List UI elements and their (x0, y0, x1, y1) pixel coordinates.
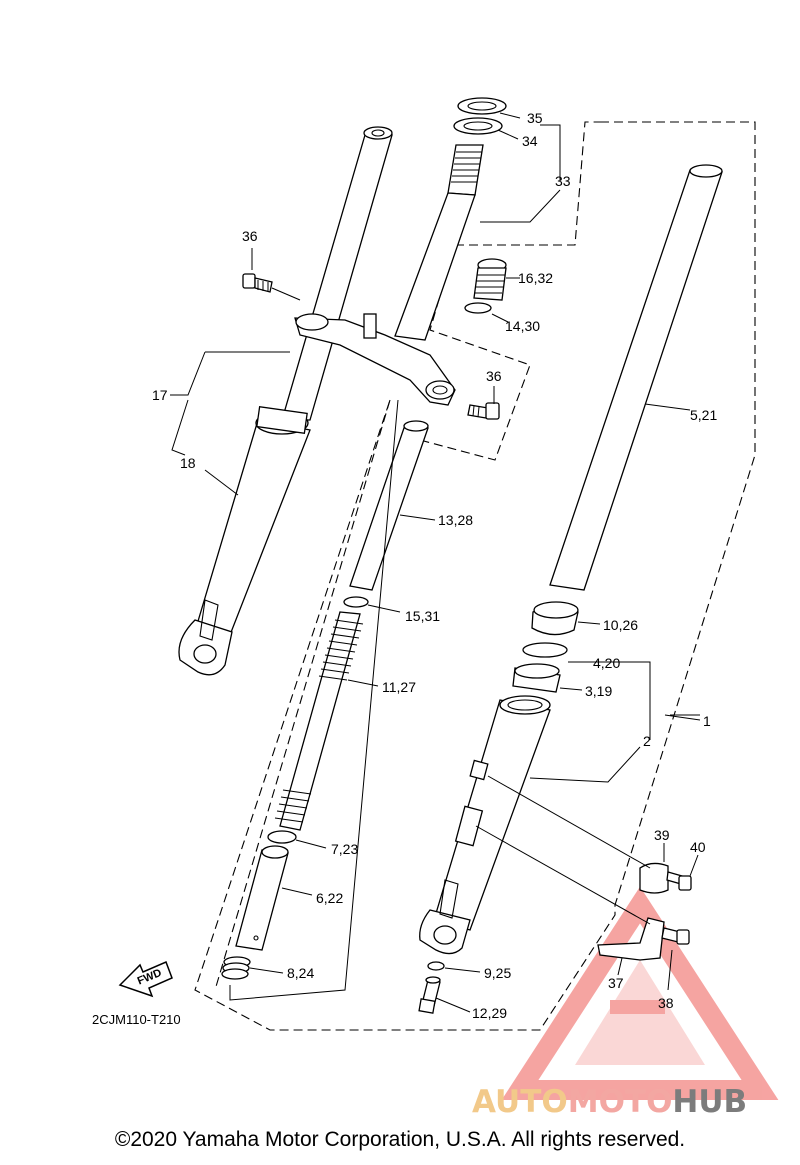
callout-34: 34 (522, 133, 538, 149)
steering-stem-assembly (294, 97, 507, 406)
callout-36-left: 36 (242, 228, 258, 244)
damper-kit (221, 420, 429, 980)
diagram-code: 2CJM110-T210 (92, 1012, 181, 1027)
assembly-1-dashed-outline (194, 121, 756, 1031)
callout-16-32: 16,32 (518, 270, 553, 286)
callout-1: 1 (703, 713, 711, 729)
callout-39: 39 (654, 827, 670, 843)
callout-35: 35 (527, 110, 543, 126)
fwd-arrow-icon: FWD (118, 960, 173, 998)
callout-17: 17 (152, 387, 168, 403)
leader-lines (170, 112, 701, 1013)
washer-9-icon (427, 961, 445, 971)
bolt-36-right-icon (467, 402, 500, 420)
watermark-part-auto: AUTO (472, 1084, 568, 1120)
callout-15-31: 15,31 (405, 608, 440, 624)
bolt-40-icon (666, 871, 692, 891)
callout-9-25: 9,25 (484, 965, 511, 981)
right-fork-assembly (419, 164, 723, 955)
callout-11-27: 11,27 (382, 679, 416, 695)
callout-labels: 35 34 33 36 16,32 14,30 36 17 5,21 18 13… (152, 110, 717, 1021)
callout-36-right: 36 (486, 368, 502, 384)
bolt-38-icon (661, 927, 690, 945)
callout-18: 18 (180, 455, 196, 471)
callout-38: 38 (658, 995, 674, 1011)
callout-3-19: 3,19 (585, 683, 612, 699)
callout-4-20: 4,20 (593, 655, 620, 671)
clamp-39-icon (639, 862, 669, 894)
callout-5-21: 5,21 (690, 407, 717, 423)
callout-13-28: 13,28 (438, 512, 473, 528)
callout-37: 37 (608, 975, 624, 991)
callout-6-22: 6,22 (316, 890, 343, 906)
callout-12-29: 12,29 (472, 1005, 507, 1021)
left-fork-assembly (178, 126, 393, 676)
watermark-text: AUTOMOTOHUB (472, 1084, 747, 1120)
callout-40: 40 (690, 839, 706, 855)
watermark-logo-icon (501, 886, 779, 1100)
callout-7-23: 7,23 (331, 841, 358, 857)
copyright-notice: ©2020 Yamaha Motor Corporation, U.S.A. A… (114, 1128, 686, 1151)
callout-8-24: 8,24 (287, 965, 314, 981)
callout-14-30: 14,30 (505, 318, 540, 334)
inner-kit-dashed-outline (214, 399, 391, 991)
watermark-part-moto: MOTO (567, 1084, 673, 1120)
callout-33: 33 (555, 173, 571, 189)
cap-bolt-icon (473, 258, 507, 301)
bolt-36-left-icon (242, 273, 273, 293)
upper-bracket-dashed-outline (455, 121, 600, 246)
callout-10-26: 10,26 (603, 617, 638, 633)
callout-2: 2 (643, 733, 651, 749)
bolt-12-icon (418, 976, 441, 1014)
bracket-37-icon (597, 917, 665, 961)
o-ring-icon (464, 302, 492, 314)
watermark-part-hub: HUB (672, 1084, 748, 1120)
